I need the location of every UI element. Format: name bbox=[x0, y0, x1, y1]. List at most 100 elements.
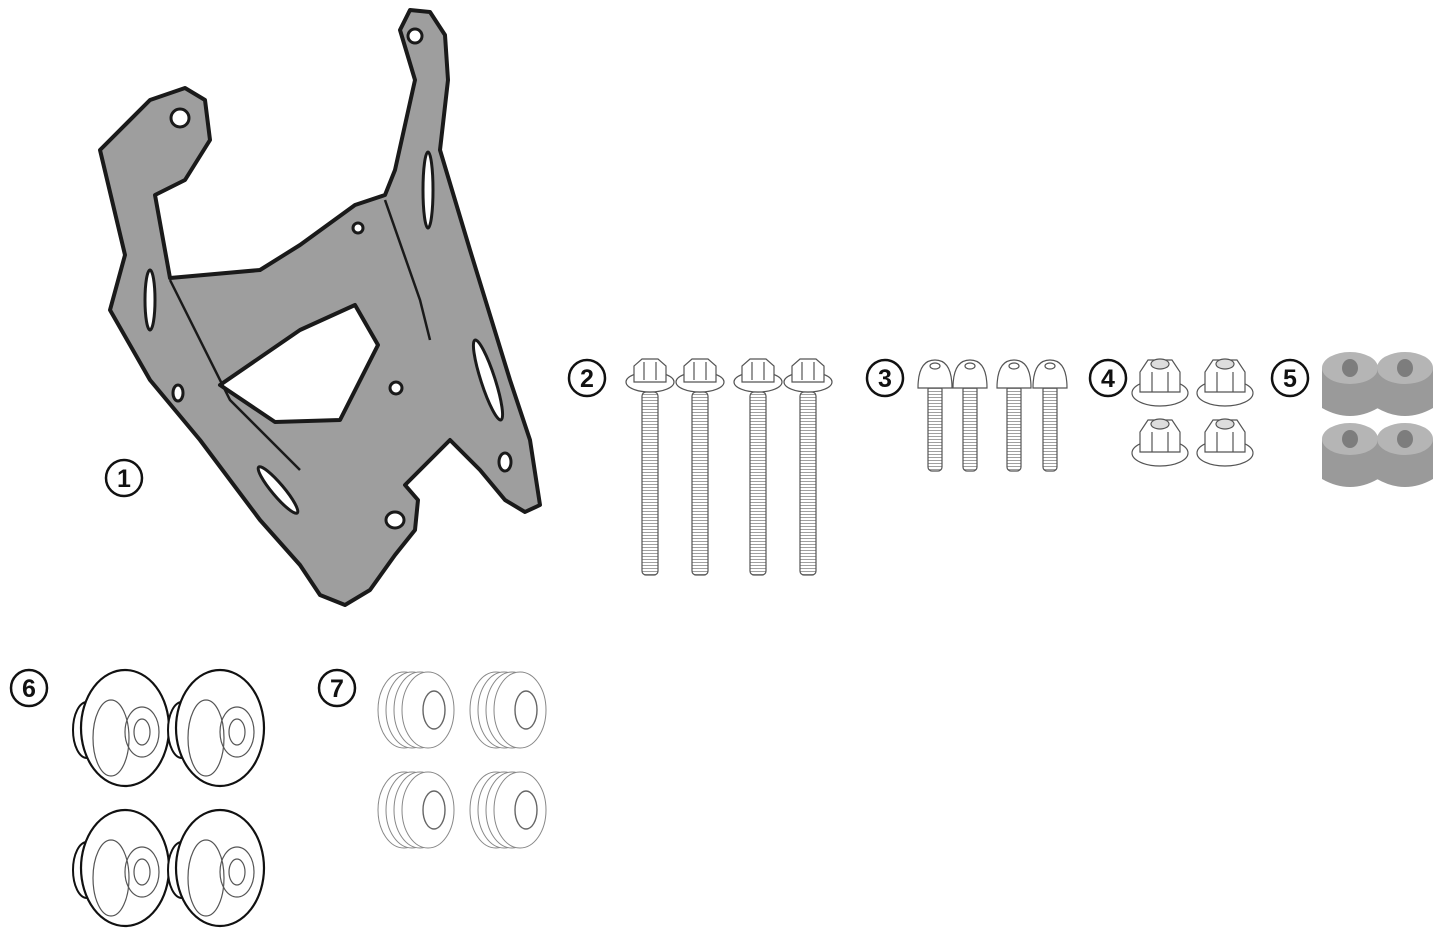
part-number-6: 6 bbox=[22, 675, 36, 703]
washer-stack bbox=[377, 671, 455, 749]
spacer-hole bbox=[1342, 430, 1358, 448]
flange-nut bbox=[1131, 358, 1189, 407]
part-number-1: 1 bbox=[117, 465, 131, 493]
bushing-face bbox=[92, 699, 130, 777]
callout-circle bbox=[865, 358, 905, 398]
bushing-face bbox=[187, 839, 225, 917]
part-2-flange-bolts bbox=[625, 358, 833, 576]
button-head-screw bbox=[952, 359, 988, 472]
bushing-face bbox=[187, 699, 225, 777]
spacer-hole bbox=[1397, 359, 1413, 377]
washer-hole bbox=[422, 690, 446, 730]
slot bbox=[256, 465, 300, 515]
part-number-2: 2 bbox=[580, 365, 594, 393]
bolt-hex-head bbox=[633, 358, 667, 383]
flange-nut bbox=[1131, 418, 1189, 467]
flange-bolt bbox=[675, 358, 725, 576]
washer-stack bbox=[469, 671, 547, 749]
callout-circle bbox=[9, 668, 49, 708]
nut-hex bbox=[1139, 359, 1181, 393]
bushing-hole bbox=[228, 858, 246, 886]
nut-hex bbox=[1204, 419, 1246, 453]
part-number-callout: 6 bbox=[9, 668, 49, 708]
spacer-hole bbox=[1397, 430, 1413, 448]
part-number-callout: 3 bbox=[865, 358, 905, 398]
bracket-body bbox=[98, 8, 542, 607]
button-head-screw bbox=[996, 359, 1032, 472]
part-4-nuts bbox=[1131, 358, 1254, 467]
spacer bbox=[1322, 423, 1378, 487]
bolt-hex-head bbox=[741, 358, 775, 383]
bushing bbox=[72, 668, 171, 788]
bolt-hex-head bbox=[791, 358, 825, 383]
screw-shaft bbox=[927, 384, 943, 472]
part-number-callout: 2 bbox=[567, 358, 607, 398]
callout-circle bbox=[317, 668, 357, 708]
mount-hole bbox=[169, 107, 191, 129]
part-1-bracket bbox=[98, 8, 542, 607]
nut-thread bbox=[1215, 358, 1235, 370]
part-number-5: 5 bbox=[1283, 365, 1297, 393]
bolt-shaft bbox=[641, 391, 659, 576]
hex-socket bbox=[1008, 362, 1020, 370]
nut-hex bbox=[1204, 359, 1246, 393]
mount-hole bbox=[497, 451, 513, 473]
screw-head bbox=[952, 359, 988, 389]
part-5-spacers bbox=[1322, 352, 1433, 487]
part-3-screws bbox=[917, 359, 1068, 472]
screw-shaft bbox=[1042, 384, 1058, 472]
nut-hex bbox=[1139, 419, 1181, 453]
bushing-boss bbox=[124, 706, 160, 758]
nut-thread bbox=[1215, 418, 1235, 430]
washer-stack bbox=[377, 771, 455, 849]
part-7-washers bbox=[377, 671, 547, 849]
part-number-callout: 5 bbox=[1270, 358, 1310, 398]
bolt-hex-head bbox=[683, 358, 717, 383]
hex-socket bbox=[1044, 362, 1056, 370]
callout-circle bbox=[1088, 358, 1128, 398]
washer-hole bbox=[422, 790, 446, 830]
bushing bbox=[167, 668, 266, 788]
spacer bbox=[1377, 423, 1433, 487]
bushing-hole bbox=[133, 718, 151, 746]
washer-hole bbox=[514, 690, 538, 730]
button-head-screw bbox=[1032, 359, 1068, 472]
mount-hole bbox=[388, 380, 404, 396]
screw-head bbox=[996, 359, 1032, 389]
flange-nut bbox=[1196, 358, 1254, 407]
bolt-shaft bbox=[691, 391, 709, 576]
screw-head bbox=[1032, 359, 1068, 389]
part-number-3: 3 bbox=[878, 365, 892, 393]
flange-nut bbox=[1196, 418, 1254, 467]
bushing bbox=[72, 808, 171, 928]
screw-shaft bbox=[1006, 384, 1022, 472]
bushing-face bbox=[92, 839, 130, 917]
mount-hole bbox=[351, 221, 365, 235]
callout-circle bbox=[1270, 358, 1310, 398]
bushing-boss bbox=[124, 846, 160, 898]
spacer-hole bbox=[1342, 359, 1358, 377]
bushing-hole bbox=[133, 858, 151, 886]
part-number-7: 7 bbox=[330, 675, 344, 703]
slot bbox=[471, 338, 505, 422]
screw-head bbox=[917, 359, 953, 389]
part-number-callout: 7 bbox=[317, 668, 357, 708]
bushing bbox=[167, 808, 266, 928]
bolt-shaft bbox=[799, 391, 817, 576]
slot bbox=[143, 268, 157, 332]
bushing-boss bbox=[219, 846, 255, 898]
mount-hole bbox=[171, 383, 185, 403]
bend-line bbox=[168, 199, 432, 471]
mount-hole bbox=[406, 27, 424, 45]
button-head-screw bbox=[917, 359, 953, 472]
flange-bolt bbox=[733, 358, 783, 576]
bushing-hole bbox=[228, 718, 246, 746]
flange-bolt bbox=[783, 358, 833, 576]
slot bbox=[421, 150, 435, 230]
nut-thread bbox=[1150, 418, 1170, 430]
part-number-4: 4 bbox=[1101, 365, 1115, 393]
flange-bolt bbox=[625, 358, 675, 576]
spacer bbox=[1377, 352, 1433, 416]
spacer bbox=[1322, 352, 1378, 416]
